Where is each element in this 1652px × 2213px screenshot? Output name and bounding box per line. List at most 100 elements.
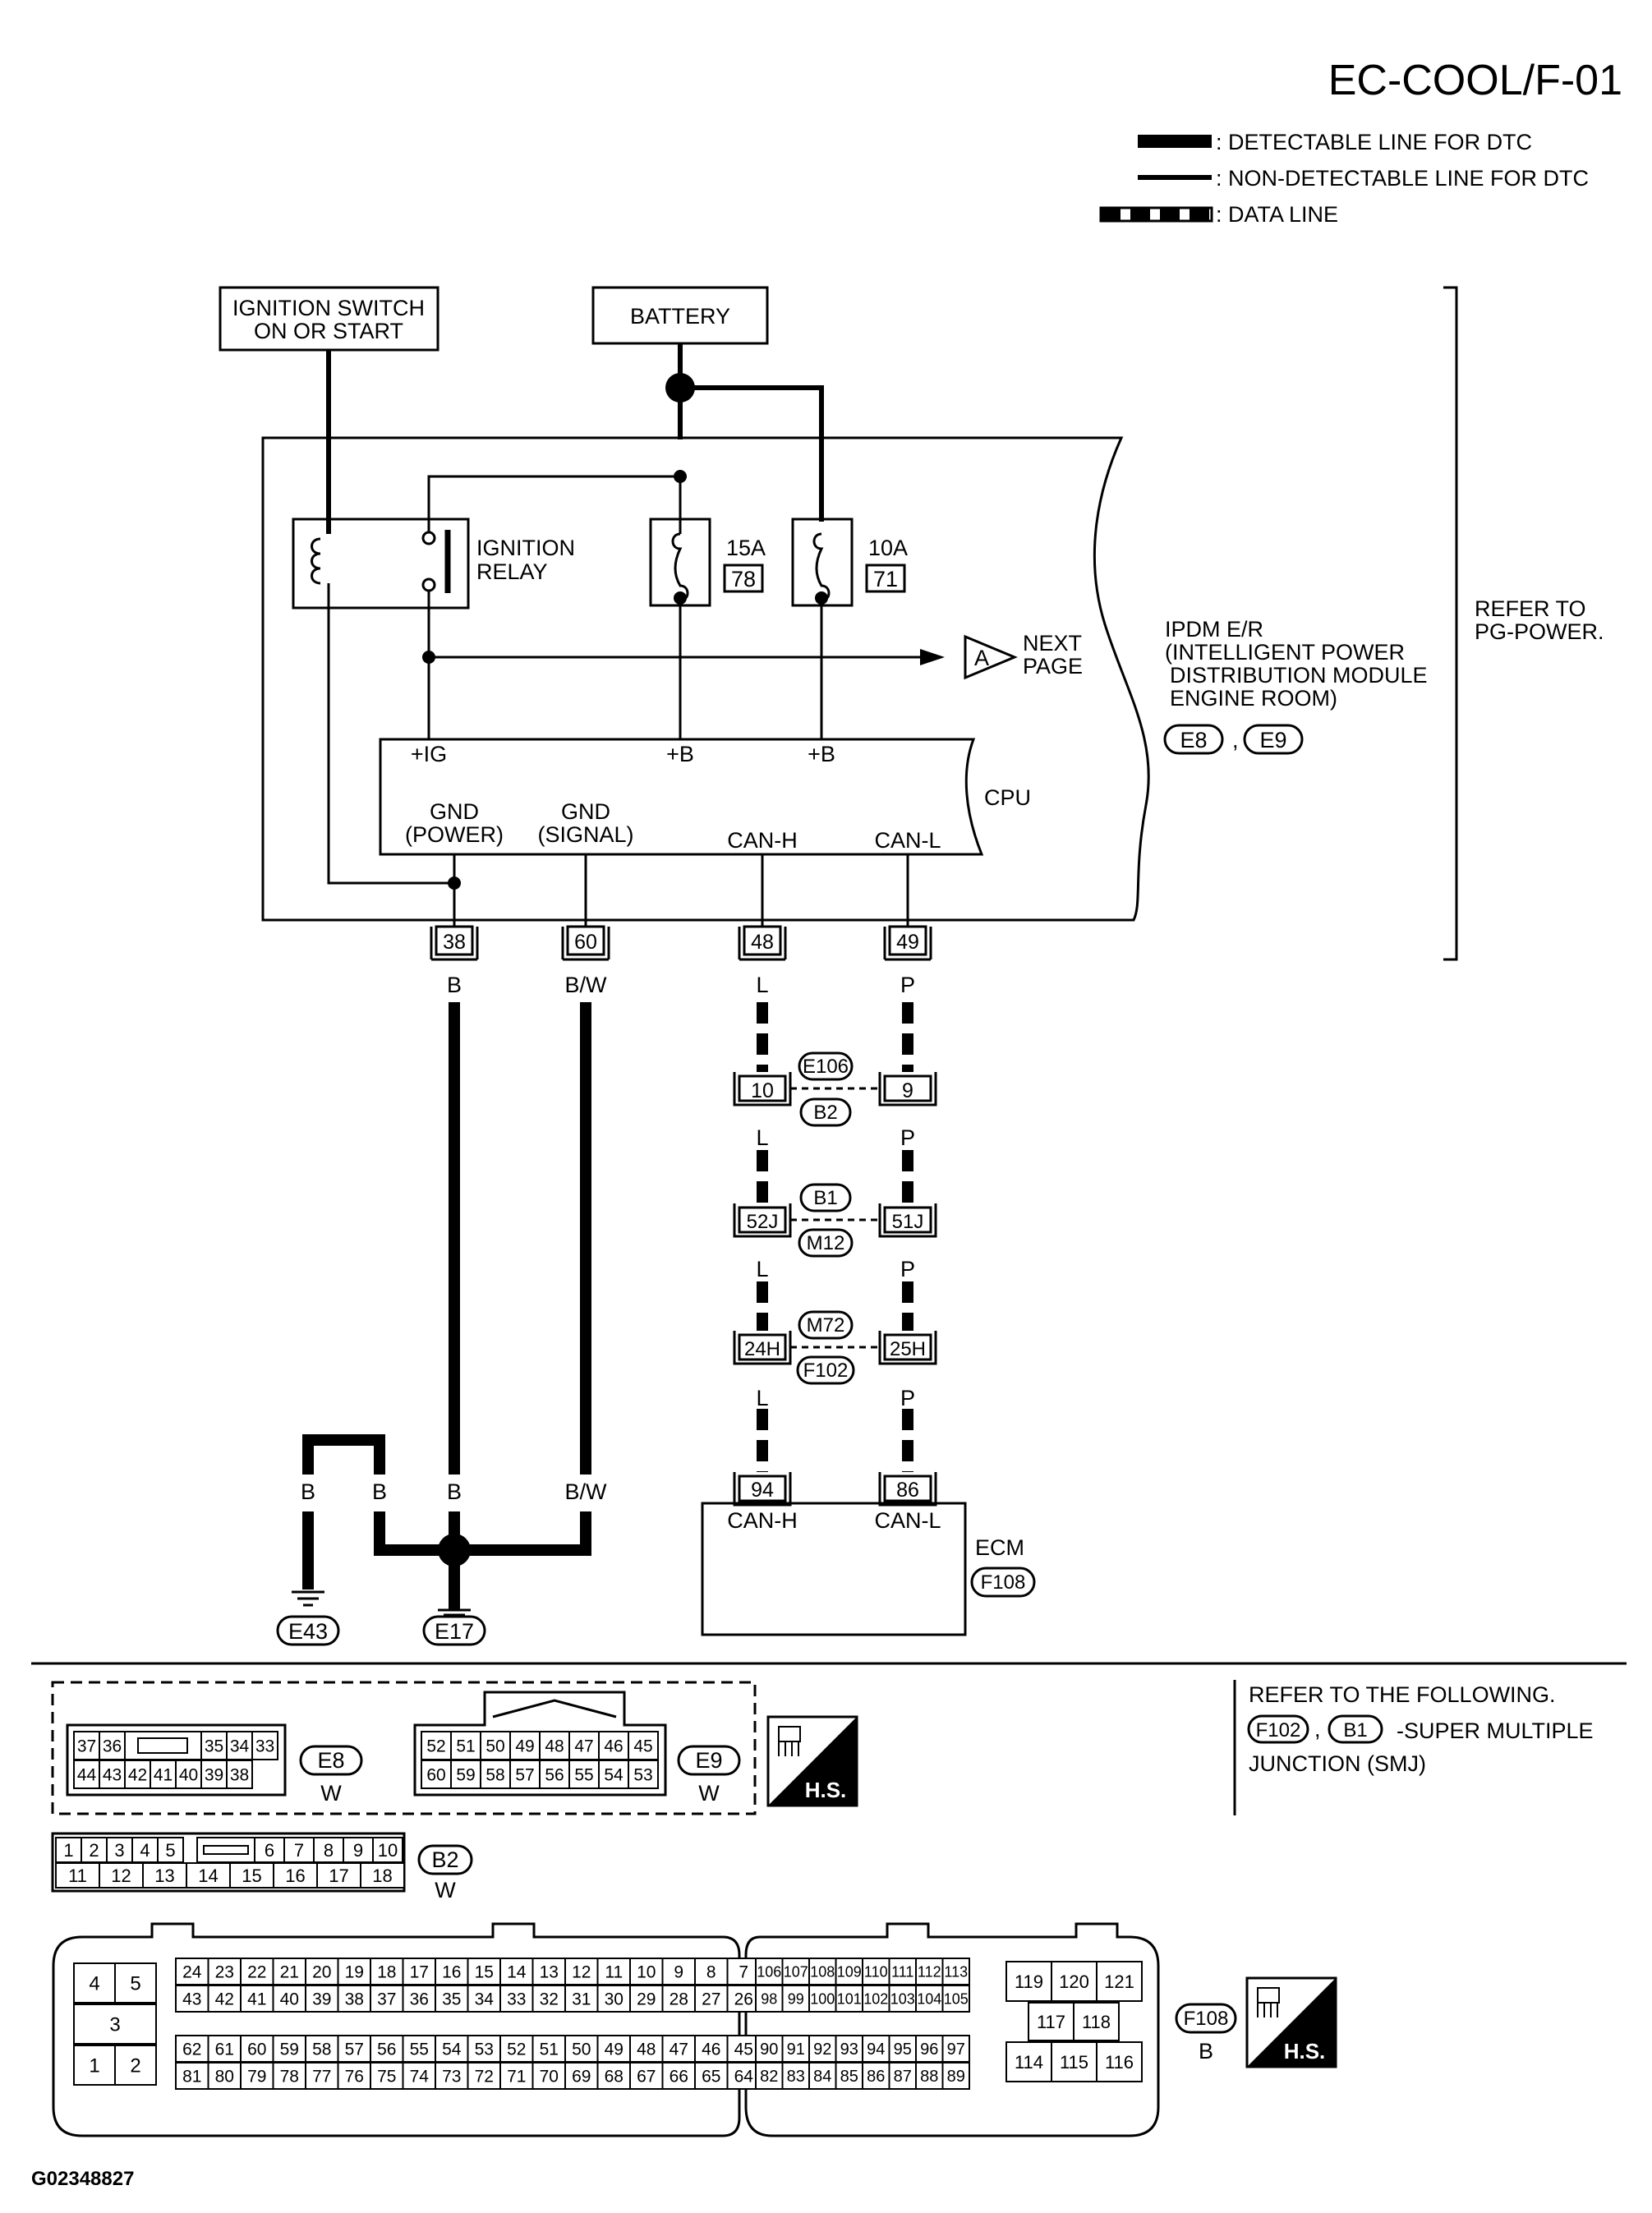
f108-pin-62: 62 [182, 2040, 201, 2059]
f108-pin-27: 27 [702, 1990, 720, 2009]
wire-battery-to-fuse71 [680, 385, 824, 522]
f108-pin-40: 40 [280, 1990, 299, 2009]
b2-pin-11-cell [55, 1862, 100, 1889]
e8-key [137, 1737, 188, 1754]
legend-detectable-label: : DETECTABLE LINE FOR DTC [1216, 130, 1532, 154]
f108-pin-53-cell [467, 2035, 501, 2063]
can-h-color-4: L [756, 1386, 768, 1410]
refer-pg-2: PG-POWER. [1475, 619, 1604, 644]
f108-pin-74-cell [402, 2062, 436, 2090]
f108-pin-2: 2 [130, 2055, 140, 2077]
f108-pin-78: 78 [280, 2068, 299, 2086]
refer-following-b1: B1 [1343, 1719, 1367, 1741]
relay-label-1: IGNITION [476, 536, 575, 560]
f108-pin-64: 64 [734, 2068, 754, 2086]
ipdm-name-1: IPDM E/R [1165, 617, 1263, 642]
fuse-71-number: 71 [873, 567, 898, 591]
wire-relay-coil-to-gnd [327, 583, 454, 885]
f108-pin-36: 36 [410, 1990, 429, 2009]
e9-pin-51: 51 [456, 1737, 475, 1756]
f108-pin-53: 53 [475, 2040, 494, 2059]
f108-pin-119: 119 [1015, 1971, 1043, 1992]
can-l-color-4: P [900, 1386, 915, 1410]
f108-pin-5: 5 [130, 1973, 140, 1995]
ignition-switch-label-1: IGNITION SWITCH [232, 296, 425, 320]
b2-pin-6: 6 [265, 1840, 274, 1861]
e9-pin-46: 46 [604, 1737, 623, 1756]
f108-pin-48-cell [629, 2035, 664, 2063]
junction-e106-b2: 10 9 E106 B2 L P [733, 1051, 937, 1150]
f108-pin-73-cell [435, 2062, 469, 2090]
f108-pin-21-cell [272, 1958, 306, 1985]
f108-pin-85: 85 [840, 2068, 858, 2086]
e9-pin-56: 56 [545, 1766, 564, 1785]
f108-pin-29: 29 [637, 1990, 656, 2009]
ground-wiring: B B/W B B/W B B E43 E17 [276, 973, 607, 1646]
legend-non-detectable-label: : NON-DETECTABLE LINE FOR DTC [1216, 166, 1589, 191]
ipdm-terminals: 38 60 48 49 [430, 925, 932, 961]
f108-pin-72-cell [467, 2062, 501, 2090]
ipdm-name-4: ENGINE ROOM) [1170, 686, 1337, 711]
b2-pin-13-cell [142, 1862, 187, 1889]
f108-pin-113-cell [941, 1958, 970, 1985]
f108-pin-15: 15 [475, 1963, 494, 1982]
f108-pin-48: 48 [637, 2040, 656, 2059]
f108-pin-36-cell [402, 1985, 436, 2013]
f108-pin-82-cell [755, 2062, 784, 2090]
f108-pin-50-cell [564, 2035, 599, 2063]
fuse-71: 10A 71 [791, 518, 908, 739]
junction-b1-m12: 52J 51J B1 M12 L P [733, 1183, 937, 1281]
f108-pin-50: 50 [572, 2040, 591, 2059]
f108-pin-24-cell [175, 1958, 209, 1985]
connector-b2-label: B2 [431, 1847, 458, 1872]
f108-pin-60: 60 [247, 2040, 266, 2059]
f108-pin-114-cell [1005, 2041, 1052, 2082]
figure-id: G02348827 [31, 2168, 134, 2190]
e8-pin-35: 35 [205, 1737, 223, 1756]
f108-pin-49: 49 [605, 2040, 624, 2059]
terminal-49-label: 49 [896, 931, 919, 954]
can-bus: L P 10 9 E106 B2 L P 52J [733, 973, 937, 1472]
f108-pin-10: 10 [637, 1963, 656, 1982]
gnd-signal-label-1: GND [561, 799, 610, 824]
f108-pin-69: 69 [572, 2068, 591, 2086]
f108-pin-99: 99 [788, 1990, 804, 2007]
e8-pin-38-cell [226, 1760, 253, 1789]
wire-color-38: B [447, 973, 462, 997]
e8-pin-37: 37 [77, 1737, 96, 1756]
f108-pin-1-cell [73, 2045, 116, 2086]
f108-pin-98: 98 [761, 1990, 777, 2007]
f108-pin-68-cell [596, 2062, 631, 2090]
b2-pin-17-cell [316, 1862, 361, 1889]
f108-pin-87-cell [888, 2062, 917, 2090]
next-page-marker-label: A [974, 646, 989, 670]
hs-label-2: H.S. [1284, 2039, 1326, 2063]
f108-pin-65-cell [694, 2062, 729, 2090]
e9-pin-52: 52 [426, 1737, 445, 1756]
f108-pin-28-cell [661, 1985, 696, 2013]
f108-pin-121: 121 [1104, 1971, 1134, 1992]
ground-symbol-e43: E43 [276, 1590, 340, 1646]
cpu-label: CPU [984, 785, 1031, 810]
f108-pin-109: 109 [837, 1963, 862, 1980]
f108-pin-51-cell [531, 2035, 566, 2063]
f108-pin-41-cell [240, 1985, 274, 2013]
f108-pin-19-cell [337, 1958, 371, 1985]
f108-pin-7: 7 [739, 1963, 748, 1982]
f108-pin-56: 56 [377, 2040, 396, 2059]
relay-coil [311, 537, 321, 585]
b2-pin-18: 18 [372, 1866, 392, 1886]
f108-pin-66: 66 [670, 2068, 688, 2086]
next-page-label-1: NEXT [1023, 631, 1082, 656]
page-title: EC-COOL/F-01 [1328, 57, 1622, 104]
refer-following: REFER TO THE FOLLOWING. F102 , B1 -SUPER… [1233, 1680, 1594, 1815]
f108-pin-19: 19 [345, 1963, 364, 1982]
ipdm-connector-e9: E9 [1259, 728, 1286, 752]
hs-icon-2: H.S. [1245, 1976, 1337, 2068]
terminal-38-label: 38 [443, 931, 466, 954]
f108-pin-71: 71 [507, 2068, 526, 2086]
connector-group-frame [51, 1681, 757, 1815]
f108-pin-76: 76 [345, 2068, 364, 2086]
connector-e9-label: E9 [695, 1748, 722, 1773]
